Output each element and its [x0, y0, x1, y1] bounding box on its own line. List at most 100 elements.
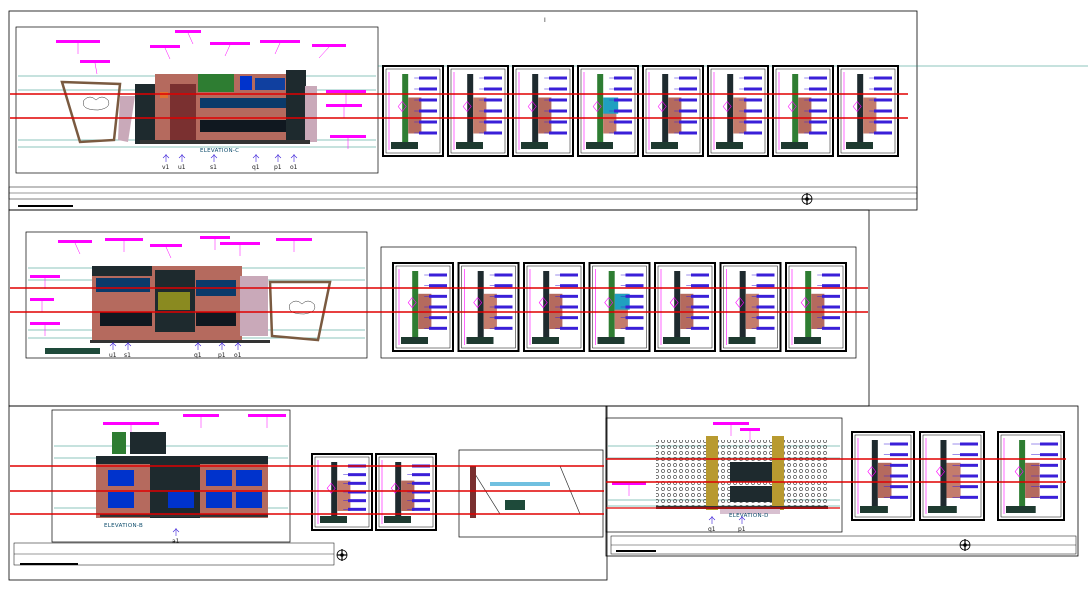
level-marker-icon [800, 297, 810, 309]
dimension-tag [744, 98, 762, 102]
annotation-tag [183, 414, 219, 417]
wall-core [857, 74, 864, 146]
dimension-tag [822, 284, 840, 288]
drawing-viewport [25, 231, 368, 359]
facade-dark-column [286, 70, 306, 144]
dimension-tag [549, 120, 567, 124]
dimension-tag [494, 294, 513, 298]
dimension-tag [809, 87, 827, 91]
dimension-tag [429, 284, 447, 288]
annotation-tag [210, 42, 250, 45]
grid-axis-marker-icon [234, 342, 242, 347]
facade-dark-block [150, 462, 200, 518]
dimension-tag [419, 120, 437, 124]
dimension-tag [822, 316, 840, 320]
dimension-tag [429, 305, 447, 309]
dimension-tag [744, 131, 762, 135]
dimension-tag [744, 76, 762, 80]
grid-axis-marker-icon [162, 154, 170, 159]
red-guide-lines [10, 93, 1066, 515]
dimension-tag [484, 98, 502, 102]
blue-window [206, 470, 232, 486]
dimension-tag [614, 109, 632, 113]
dimension-tag [679, 98, 697, 102]
grid-axis-label: v1 [162, 164, 170, 171]
annotation-tag [312, 44, 346, 47]
dimension-tag [412, 490, 430, 494]
section-inner-frame [840, 68, 896, 154]
dimension-tag [890, 485, 908, 489]
dimension-tag [419, 98, 437, 102]
footing [586, 142, 613, 149]
grid-axis-marker-icon [109, 342, 117, 347]
annotation-leader [74, 242, 81, 255]
window-band [200, 98, 290, 108]
dimension-tag [890, 495, 908, 499]
grid-axis-marker-icon [178, 154, 186, 159]
dimension-tag [1040, 485, 1058, 489]
dimension-tag [494, 316, 513, 320]
dimension-tag [960, 442, 978, 446]
grid-axis-label: s1 [124, 352, 131, 359]
grid-axis-label: p1 [274, 164, 282, 171]
section-panel [505, 500, 525, 510]
section-wall [470, 466, 476, 518]
section-frame [654, 262, 716, 352]
dimension-tag [756, 284, 775, 288]
dimension-tag [960, 474, 978, 478]
dimension-tag [494, 284, 513, 288]
dimension-tag [679, 87, 697, 91]
dimension-tag [874, 120, 892, 124]
section-inner-frame [378, 456, 434, 528]
section-frame [851, 431, 915, 521]
annotation-tag [260, 40, 300, 43]
wall-core [674, 271, 681, 341]
level-marker-icon [722, 101, 732, 112]
wall-core [543, 271, 550, 341]
side-wall [305, 86, 317, 142]
wall-core [467, 74, 474, 146]
facade-column [706, 436, 718, 510]
annotation-tag [30, 298, 54, 301]
section-inner-frame [922, 434, 982, 518]
section-frame [997, 431, 1065, 521]
dimension-tag [348, 490, 366, 494]
section-frame [523, 262, 585, 352]
dimension-tag [960, 485, 978, 489]
drawing-viewport [51, 409, 291, 543]
annotation-tag [740, 428, 760, 431]
dimension-tag [890, 474, 908, 478]
dimension-tag [1040, 442, 1058, 446]
level-marker-icon [852, 101, 862, 112]
grid-axis-marker-icon [738, 516, 746, 521]
grid-axis-marker-icon [290, 154, 298, 159]
grid-axis-label: q1 [708, 526, 716, 533]
footing [532, 337, 559, 344]
window-dark [730, 462, 772, 482]
parapet-block [130, 432, 166, 454]
dimension-tag [494, 273, 513, 277]
wall-cladding [877, 462, 892, 498]
facade-green-panel [198, 74, 234, 92]
blue-window [108, 492, 134, 508]
wall-core [662, 74, 669, 146]
dimension-tag [691, 273, 709, 277]
dimension-tag [756, 294, 775, 298]
dimension-tag [429, 316, 447, 320]
title-text-bar [20, 563, 78, 565]
facade-green-panel [112, 432, 126, 454]
wall-cladding [863, 97, 877, 134]
dimension-tag [484, 109, 502, 113]
blue-window [168, 492, 194, 508]
wall-core [402, 74, 409, 146]
grid-axis-label: q1 [194, 352, 202, 359]
level-marker-icon [527, 101, 537, 112]
dimension-tag [809, 120, 827, 124]
section-inner-frame [385, 68, 441, 154]
section-inner-frame [1000, 434, 1062, 518]
footing [928, 506, 957, 513]
wall-core [792, 74, 799, 146]
footing [1006, 506, 1036, 513]
wall-core [871, 440, 878, 510]
